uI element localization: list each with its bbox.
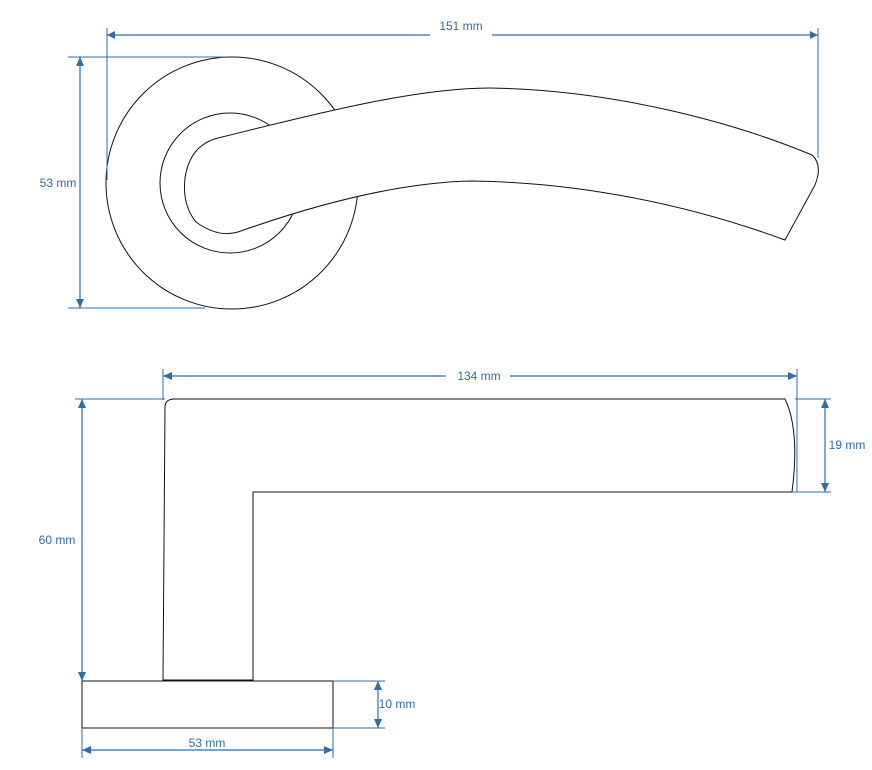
lever-top-view (184, 87, 819, 241)
dim-rose-diameter-top-label: 53 mm (40, 176, 77, 190)
dim-lever-length-label: 134 mm (457, 369, 500, 383)
lever-side-view (162, 398, 796, 681)
rose-side-view (81, 680, 334, 729)
dim-height-label: 60 mm (39, 533, 76, 547)
dim-width-label: 151 mm (439, 19, 482, 33)
dim-rose-thickness-label: 10 mm (379, 697, 416, 711)
dim-lever-thickness-label: 19 mm (829, 438, 866, 452)
dimensions: 151 mm 53 mm 134 mm 60 mm 19 mm (39, 19, 866, 758)
top-view (105, 56, 819, 310)
side-view (81, 398, 796, 729)
dim-rose-diameter-side-label: 53 mm (189, 736, 226, 750)
